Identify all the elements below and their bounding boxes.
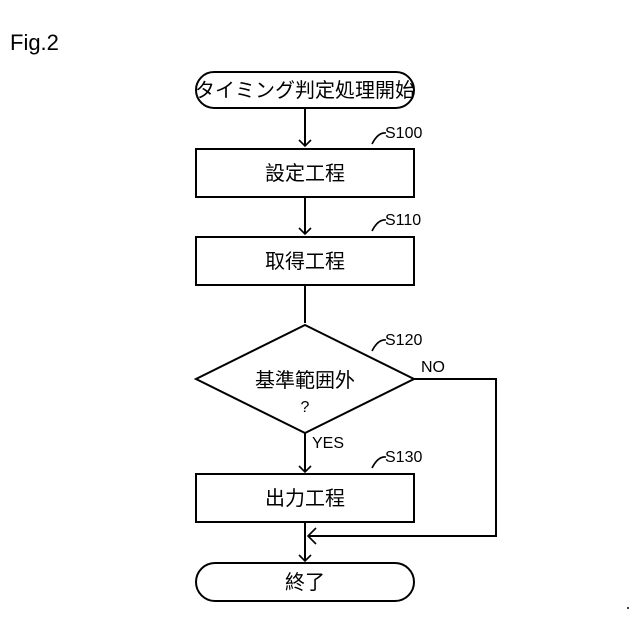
s120-step-label: S120 [385,332,422,349]
s100-step-label: S100 [385,125,422,142]
start-label: タイミング判定処理開始 [195,78,415,102]
figure-label: Fig.2 [10,30,59,55]
s100-label: 設定工程 [265,161,345,185]
s120-label-line2: ? [301,399,310,416]
no-branch-label: NO [421,359,445,376]
yes-branch-label: YES [312,435,344,452]
s120-leader [372,340,386,351]
s130-step-label: S130 [385,449,422,466]
s130-leader [372,457,386,468]
s120-label-line1: 基準範囲外 [255,368,355,392]
s100-leader [372,133,386,144]
s110-label: 取得工程 [265,249,345,273]
s130-label: 出力工程 [265,486,345,510]
s110-step-label: S110 [385,212,421,229]
scan-dot [627,607,629,609]
s110-leader [372,220,386,231]
end-label: 終了 [285,570,325,594]
